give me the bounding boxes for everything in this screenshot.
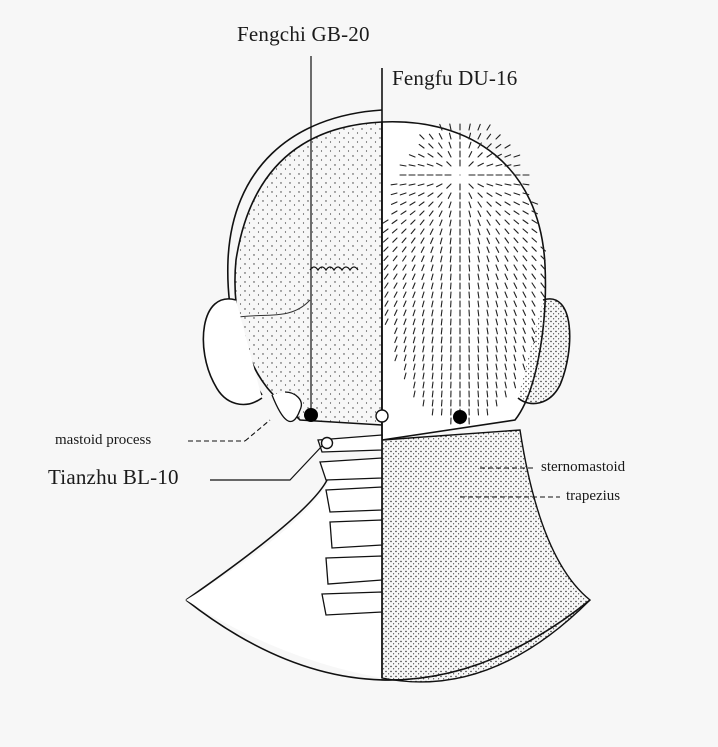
tianzhu-leader bbox=[210, 446, 322, 480]
fengchi-point-right bbox=[453, 410, 467, 424]
fengchi-point-left bbox=[304, 408, 318, 422]
label-fengchi: Fengchi GB-20 bbox=[237, 22, 370, 47]
label-tianzhu: Tianzhu BL-10 bbox=[48, 465, 179, 490]
mastoid-leader-2 bbox=[245, 420, 270, 441]
label-sternomastoid: sternomastoid bbox=[541, 459, 625, 476]
fengfu-point bbox=[376, 410, 388, 422]
label-trapezius: trapezius bbox=[566, 488, 620, 505]
label-fengfu: Fengfu DU-16 bbox=[392, 66, 517, 91]
label-mastoid-process: mastoid process bbox=[55, 432, 151, 449]
mastoid-shape bbox=[272, 392, 301, 422]
tianzhu-point bbox=[322, 438, 333, 449]
